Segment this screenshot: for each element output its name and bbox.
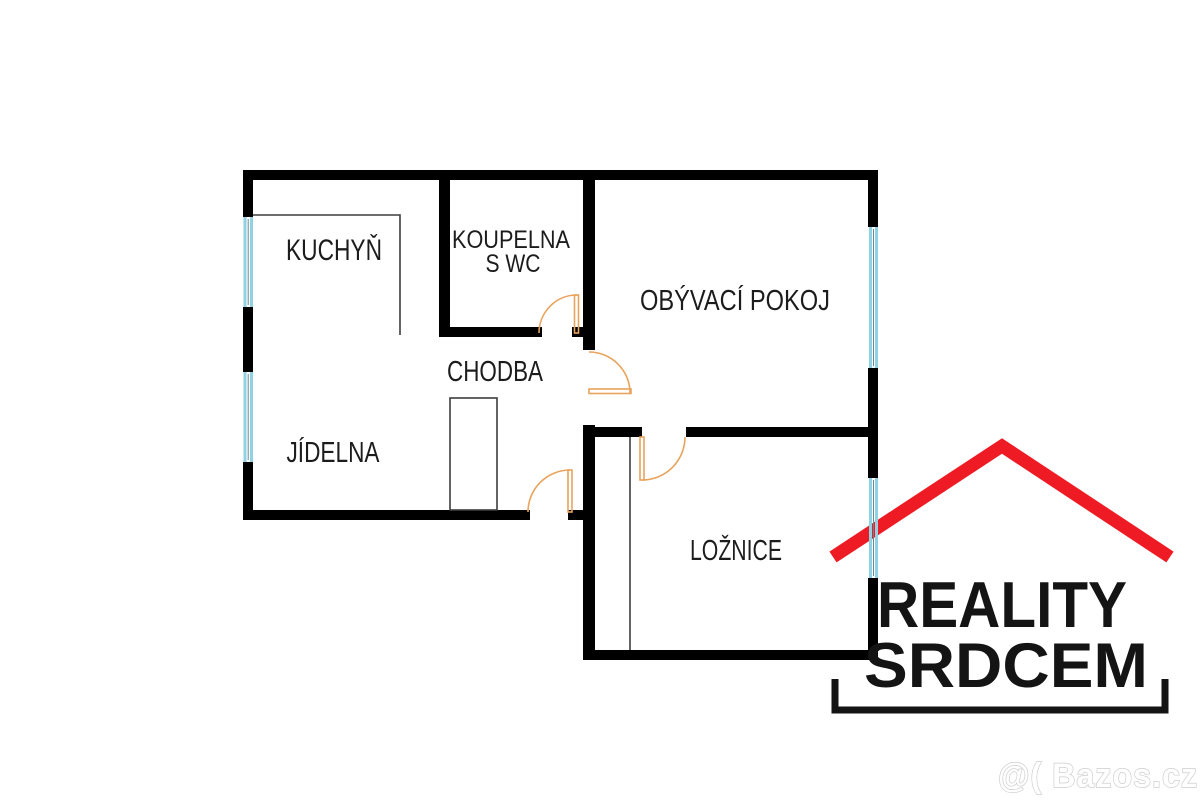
wall-left-lower	[243, 462, 253, 520]
label-koupelna-line1: KOUPELNA	[452, 226, 570, 254]
wall-koupelna-left	[439, 180, 450, 337]
door-loznice	[639, 436, 686, 481]
door-obyvaci-arc	[588, 351, 631, 394]
kitchen-boundary-line	[253, 214, 401, 335]
wall-center-upper	[583, 180, 595, 350]
window-center-lines	[247, 219, 874, 576]
wall-right-upper	[868, 170, 878, 227]
wall-top	[243, 170, 878, 180]
label-obyvaci-pokoj: OBÝVACÍ POKOJ	[640, 284, 830, 317]
door-koupelna-leaf	[573, 294, 580, 334]
wall-loznice-bottom	[583, 650, 878, 660]
wall-right-lower	[868, 578, 878, 660]
wall-left-upper	[243, 170, 253, 217]
windows	[243, 217, 878, 578]
door-entry-arc	[527, 469, 571, 513]
logo: REALITY SRDCEM	[831, 568, 1169, 714]
logo-bracket	[831, 679, 1169, 714]
door-obyvaci-pokoj	[588, 351, 632, 395]
wall-jidelna-bottom	[243, 510, 530, 520]
walls	[243, 170, 878, 660]
wall-left-middle	[243, 307, 253, 372]
thin-lines	[253, 214, 631, 650]
wall-center-lower	[583, 425, 595, 650]
doors	[527, 294, 686, 513]
wall-entry-stub	[568, 510, 595, 520]
door-loznice-arc	[641, 436, 686, 481]
window-left-lower	[243, 372, 253, 462]
window-right-living	[869, 227, 878, 368]
door-koupelna-arc	[538, 294, 578, 334]
door-loznice-leaf	[639, 436, 645, 481]
label-jidelna: JÍDELNA	[287, 436, 381, 469]
window-left-upper	[243, 217, 253, 307]
logo-roof	[829, 438, 1174, 563]
label-koupelna-line2: S WC	[486, 250, 541, 278]
logo-line2: SRDCEM	[864, 631, 1148, 701]
logo-line1: REALITY	[877, 568, 1127, 641]
label-loznice: LOŽNICE	[690, 534, 782, 567]
label-chodba: CHODBA	[447, 356, 544, 388]
wall-right-middle	[868, 368, 878, 478]
label-kuchyn: KUCHYŇ	[286, 234, 382, 267]
watermark-bazos: @( Bazos.cz	[998, 757, 1198, 795]
door-koupelna	[538, 294, 580, 334]
door-entry	[527, 469, 573, 513]
wall-koupelna-stub	[572, 327, 595, 337]
room-labels: KUCHYŇ KOUPELNA S WC OBÝVACÍ POKOJ CHODB…	[286, 226, 830, 567]
wall-divider-left	[595, 427, 642, 437]
window-right-bedroom	[869, 478, 878, 578]
door-entry-leaf	[567, 469, 573, 513]
wall-koupelna-bottom	[439, 327, 542, 337]
wall-divider-right	[686, 427, 878, 437]
door-obyvaci-leaf	[588, 388, 632, 395]
chodba-closet	[449, 397, 498, 511]
